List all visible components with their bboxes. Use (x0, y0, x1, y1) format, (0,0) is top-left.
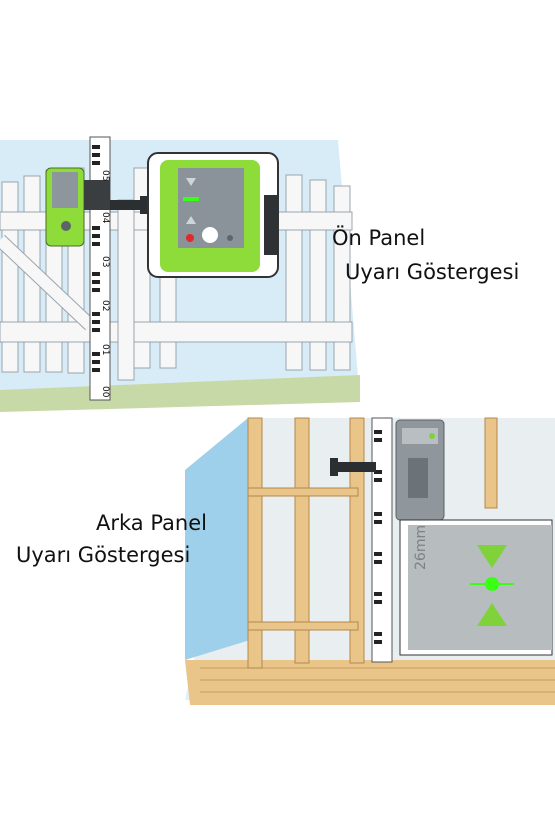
back-panel-label-line2: Uyarı Göstergesi (16, 543, 191, 567)
rod-marking: 04 (100, 212, 110, 224)
front-panel-label-line2: Uyarı Göstergesi (345, 260, 520, 284)
rod-marking: 01 (100, 344, 110, 355)
front-panel-label-line1: Ön Panel (332, 226, 426, 250)
device-marking: 26mm (413, 525, 429, 570)
back-panel-label-line1: Arka Panel (96, 511, 207, 535)
front-panel-zoom (147, 152, 279, 278)
rod-marking: 05 (100, 170, 110, 181)
wall-frame-icon (247, 417, 498, 669)
rod-marking: 02 (100, 300, 110, 311)
back-panel-zoom: 26mm (399, 519, 553, 656)
laser-receiver-icon (45, 167, 148, 247)
rod-marking: 00 (100, 386, 110, 398)
wall-scene: 26mm (185, 417, 555, 705)
fence-scene (0, 136, 360, 412)
rod-marking: 03 (100, 256, 110, 267)
